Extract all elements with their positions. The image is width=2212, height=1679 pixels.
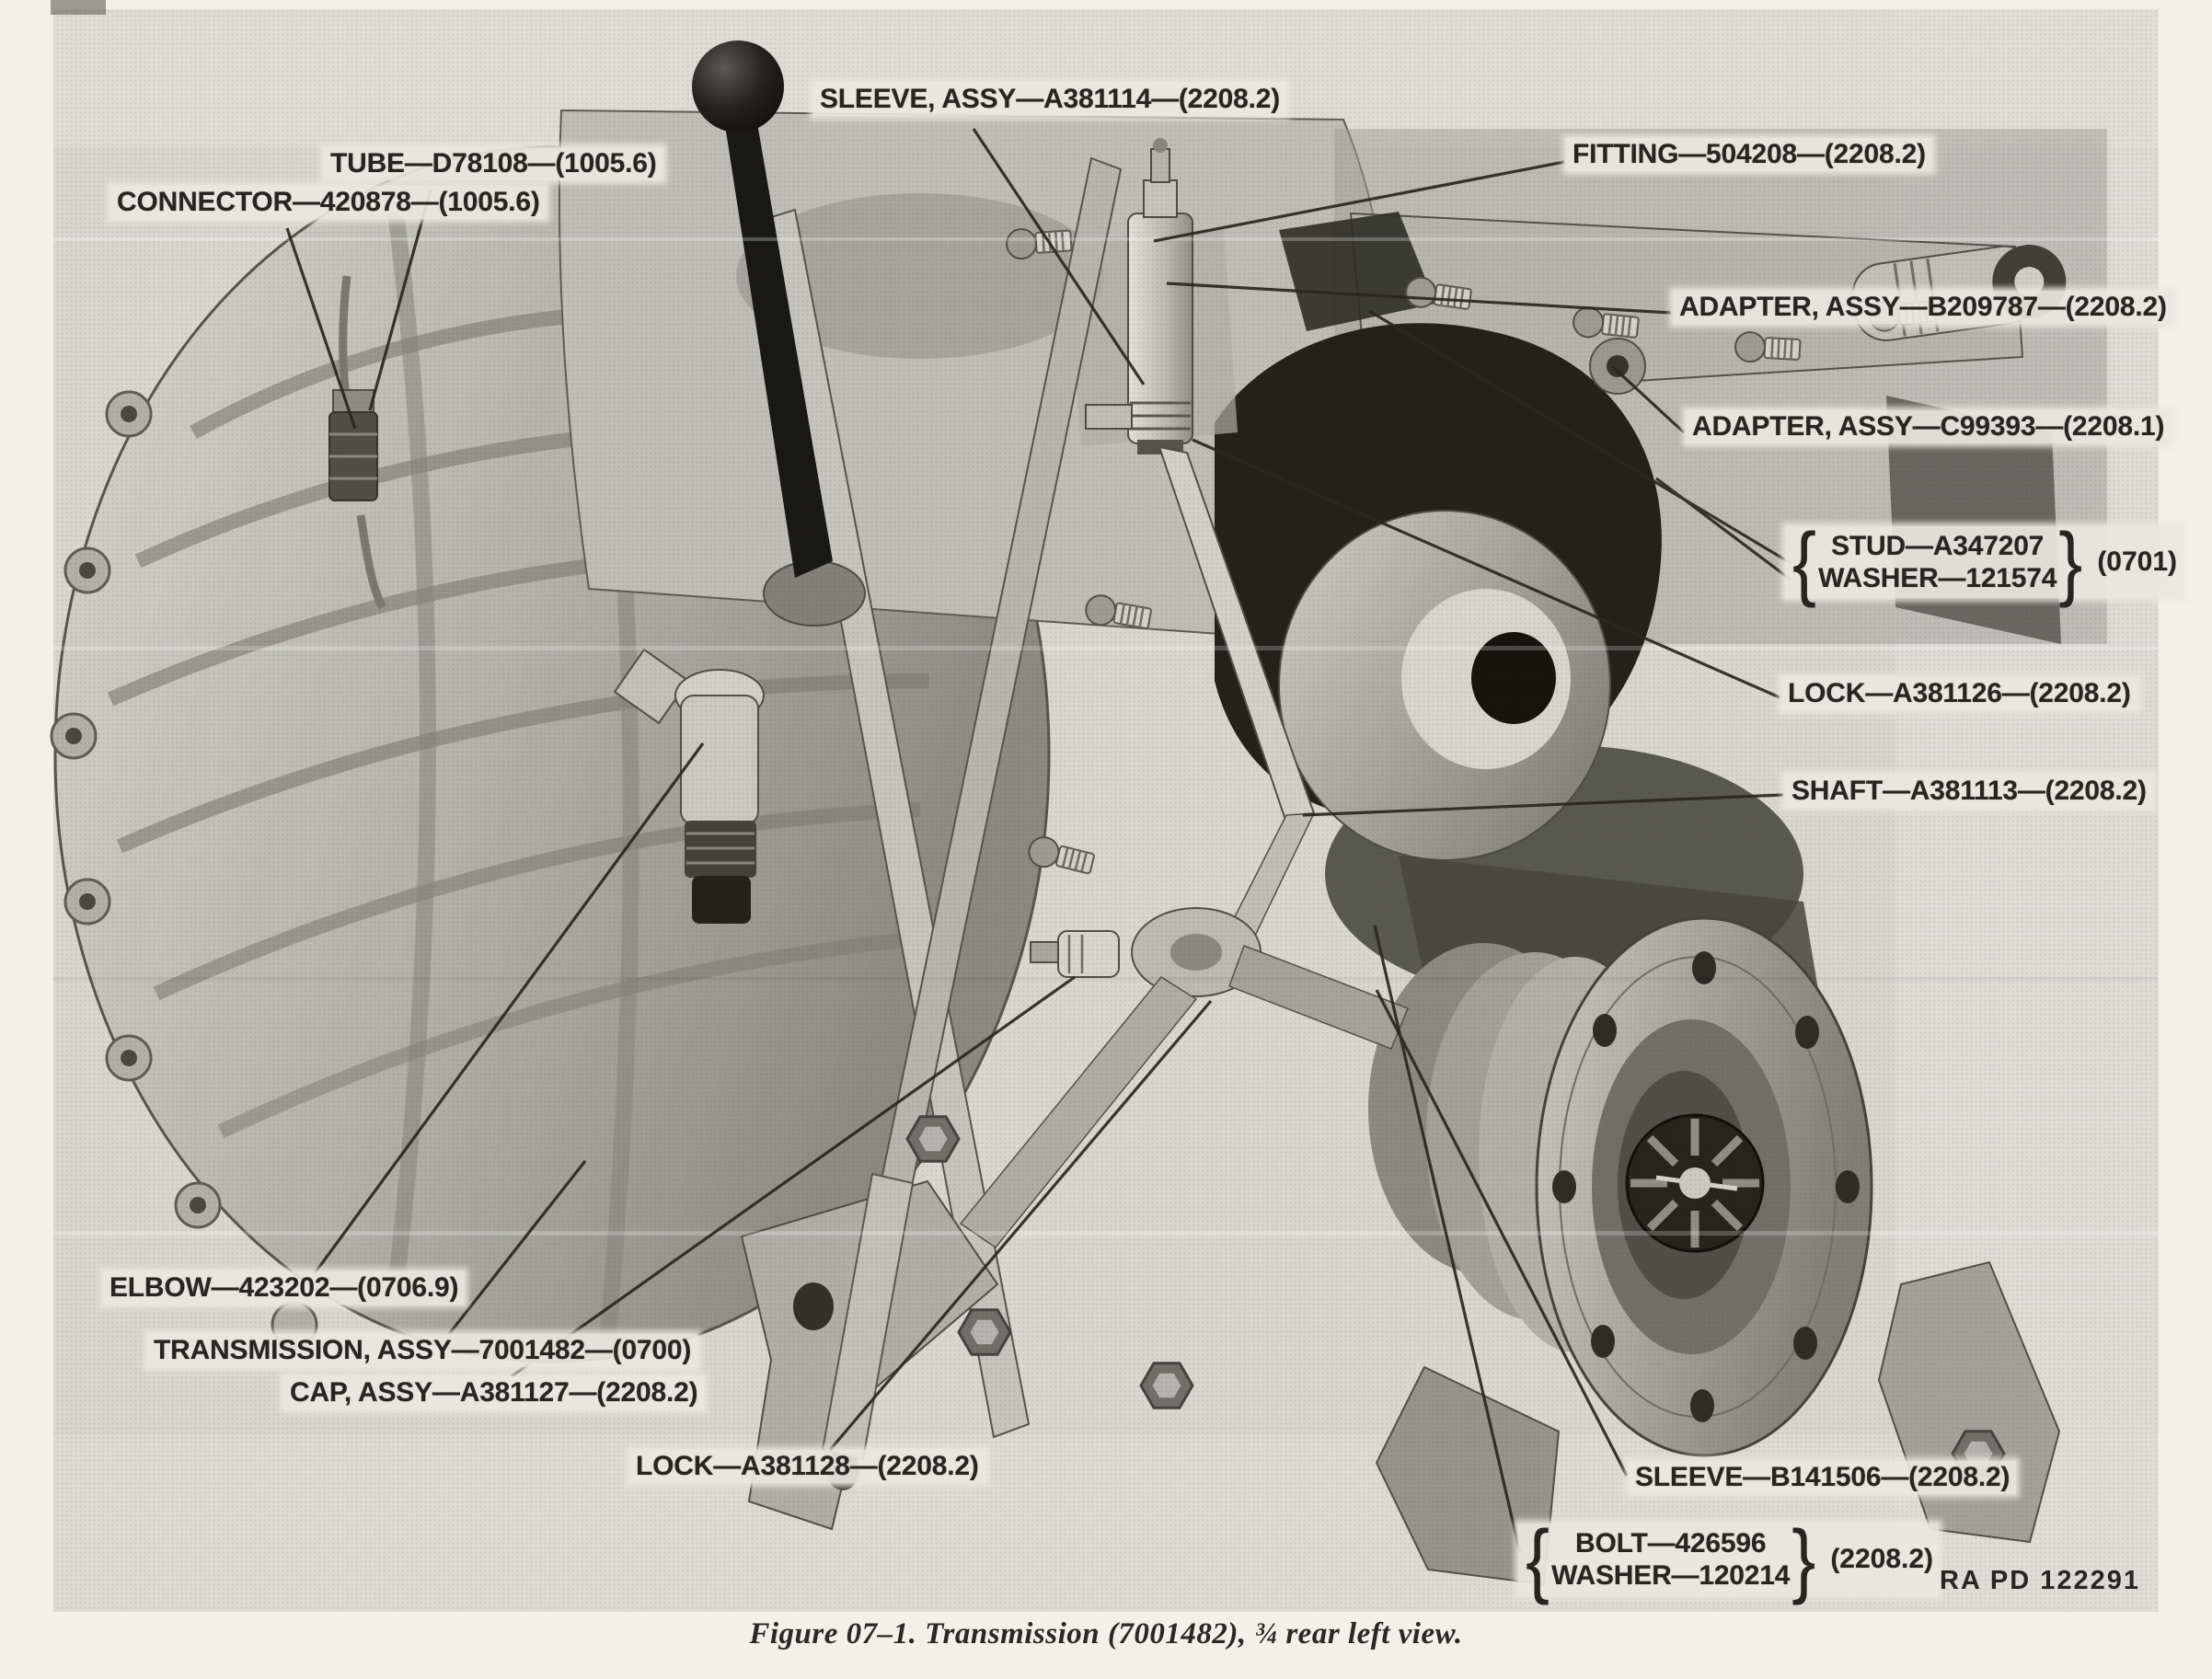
callout-washer-121574: WASHER—121574 (1818, 562, 2057, 593)
callout-transmission-assy: TRANSMISSION, ASSY—7001482—(0700) (147, 1334, 698, 1367)
figure-caption: Figure 07–1. Transmission (7001482), ¾ r… (749, 1617, 1463, 1650)
callout-adapter-assy-b: ADAPTER, ASSY—B209787—(2208.2) (1673, 291, 2173, 324)
callout-fitting: FITTING—504208—(2208.2) (1566, 138, 1932, 171)
callout-stud-washer-ref: (0701) (2097, 546, 2178, 577)
callout-lock-lower: LOCK—A381128—(2208.2) (629, 1450, 985, 1483)
callout-stud: STUD—A347207 (1831, 530, 2045, 561)
callout-shaft: SHAFT—A381113—(2208.2) (1785, 775, 2153, 808)
halftone-texture (53, 9, 2159, 1612)
brace-left-icon: { (1526, 1512, 1550, 1606)
callout-sleeve-assy: SLEEVE, ASSY—A381114—(2208.2) (813, 83, 1287, 116)
brace-right-icon: } (1791, 1512, 1816, 1606)
callout-stud-washer-group: { STUD—A347207 WASHER—121574 } (0701) (1785, 521, 2183, 604)
brace-left-icon: { (1792, 515, 1817, 609)
callout-elbow: ELBOW—423202—(0706.9) (103, 1271, 466, 1305)
callout-sleeve-b: SLEEVE—B141506—(2208.2) (1629, 1461, 2017, 1494)
callout-lock-upper: LOCK—A381126—(2208.2) (1781, 677, 2137, 710)
brace-right-icon: } (2058, 515, 2083, 609)
callout-bolt-washer-group: { BOLT—426596 WASHER—120214 } (2208.2) (1518, 1518, 1940, 1601)
callout-cap-assy: CAP, ASSY—A381127—(2208.2) (283, 1376, 705, 1409)
callout-tube: TUBE—D78108—(1005.6) (324, 147, 663, 180)
callout-adapter-assy-c: ADAPTER, ASSY—C99393—(2208.1) (1686, 410, 2172, 443)
callout-connector: CONNECTOR—420878—(1005.6) (110, 186, 547, 219)
callout-washer-120214: WASHER—120214 (1551, 1559, 1791, 1591)
callout-bolt-washer-ref: (2208.2) (1830, 1544, 1934, 1574)
callout-bolt: BOLT—426596 (1574, 1527, 1767, 1558)
leader-lines (285, 128, 1791, 1554)
plate-id: RA PD 122291 (1940, 1566, 2140, 1595)
